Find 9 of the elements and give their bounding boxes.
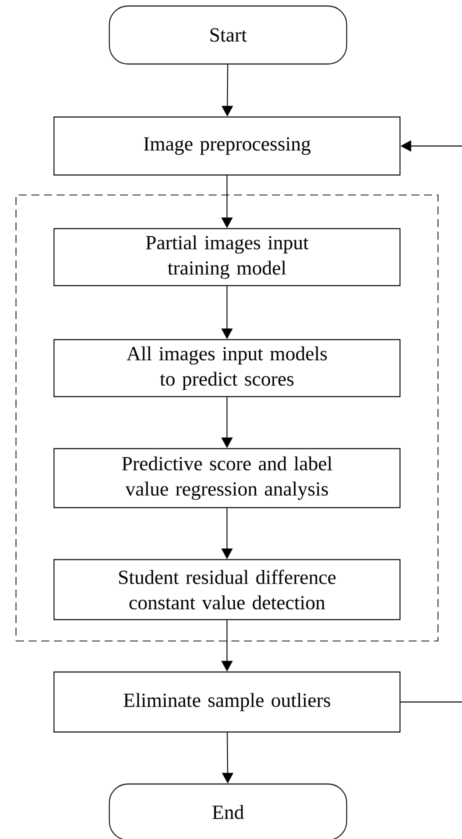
process-box: Predictive score and label value regression analysis: [54, 448, 400, 508]
dashed-group-box: [16, 194, 438, 642]
process-box: Student residual difference constant value detection: [54, 559, 400, 620]
process-box: All images input models to predict scores: [54, 339, 400, 398]
terminal-box: End: [108, 784, 348, 839]
process-box: Partial images input training model: [54, 228, 400, 286]
process-box: Image preprocessing: [54, 116, 400, 176]
terminal-box: Start: [108, 6, 348, 64]
process-box: Eliminate sample outliers: [54, 672, 400, 732]
